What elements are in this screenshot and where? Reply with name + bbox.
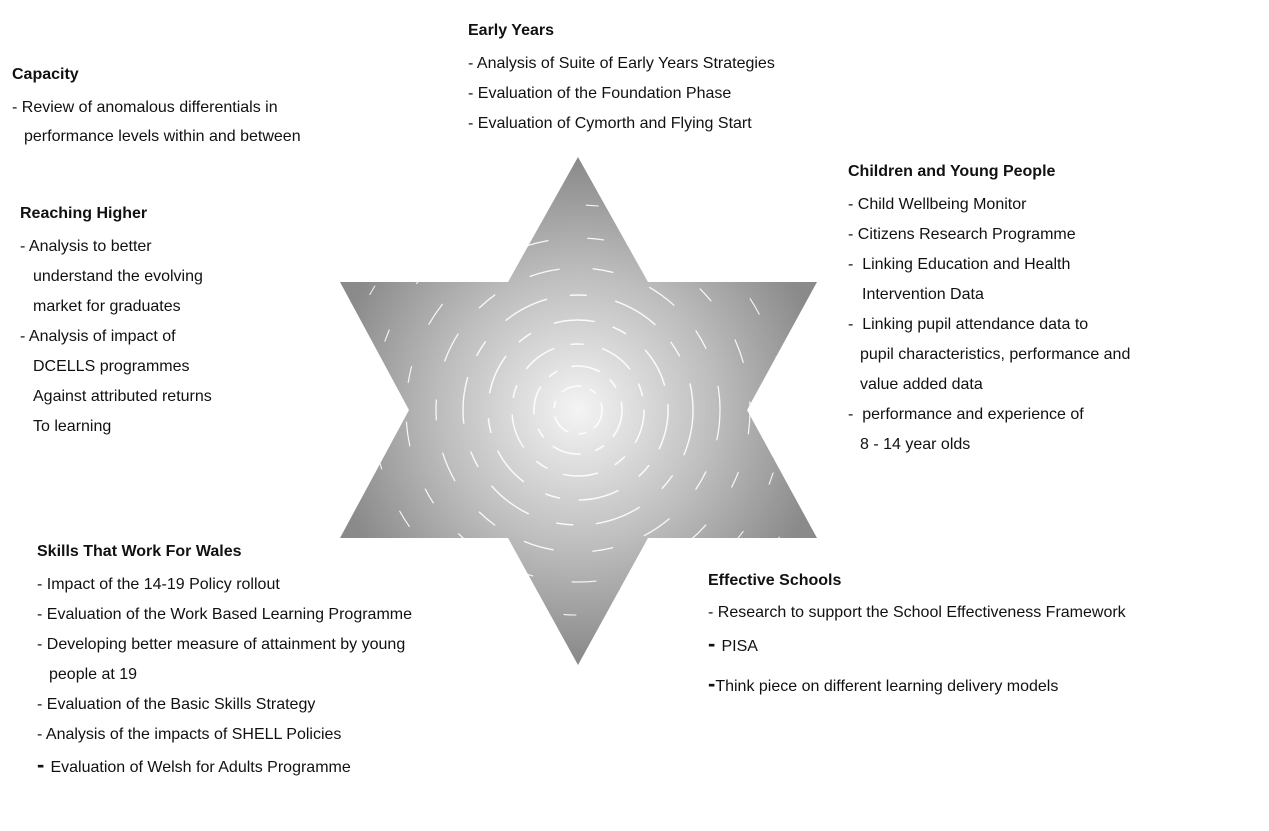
children-young-people-item: pupil characteristics, performance and	[860, 346, 1131, 363]
section-capacity: Capacity - Review of anomalous different…	[12, 66, 301, 151]
effective-schools-item: - Research to support the School Effecti…	[708, 604, 1126, 621]
reaching-higher-item: market for graduates	[33, 298, 181, 315]
dash-bullet: -	[37, 752, 51, 777]
capacity-item: - Review of anomalous differentials in	[12, 99, 278, 116]
early-years-item: - Evaluation of the Foundation Phase	[468, 85, 732, 102]
capacity-item: performance levels within and between	[24, 128, 301, 145]
effective-schools-title: Effective Schools	[708, 572, 842, 589]
effective-schools-item-text: PISA	[721, 638, 758, 655]
star-shape	[340, 157, 817, 665]
early-years-item: - Evaluation of Cymorth and Flying Start	[468, 115, 752, 132]
early-years-title: Early Years	[468, 22, 555, 39]
skills-wales-item-welsh-adults: - Evaluation of Welsh for Adults Program…	[37, 750, 412, 786]
dash-bullet: -	[708, 631, 722, 656]
skills-wales-item: people at 19	[49, 666, 138, 683]
effective-schools-item-think-piece: -Think piece on different learning deliv…	[708, 667, 1126, 707]
dash-bullet: -	[708, 671, 716, 696]
children-young-people-title: Children and Young People	[848, 163, 1056, 180]
children-young-people-item: - Linking pupil attendance data to	[848, 316, 1089, 333]
children-young-people-item: - performance and experience of	[848, 406, 1084, 423]
reaching-higher-item: - Analysis of impact of	[20, 328, 176, 345]
children-young-people-item: - Linking Education and Health	[848, 256, 1071, 273]
skills-wales-item: - Developing better measure of attainmen…	[37, 636, 406, 653]
children-young-people-item: value added data	[860, 376, 983, 393]
effective-schools-item-pisa: - PISA	[708, 627, 1126, 667]
skills-wales-item: - Evaluation of the Basic Skills Strateg…	[37, 696, 316, 713]
children-young-people-item: - Citizens Research Programme	[848, 226, 1076, 243]
section-early-years: Early Years - Analysis of Suite of Early…	[468, 22, 775, 139]
effective-schools-item-text: Think piece on different learning delive…	[715, 678, 1059, 695]
section-children-young-people: Children and Young People - Child Wellbe…	[848, 163, 1130, 460]
reaching-higher-item: - Analysis to better	[20, 238, 152, 255]
capacity-title: Capacity	[12, 66, 79, 83]
skills-wales-title: Skills That Work For Wales	[37, 543, 242, 560]
reaching-higher-item: DCELLS programmes	[33, 358, 190, 375]
skills-wales-item-text: Evaluation of Welsh for Adults Programme	[50, 759, 351, 776]
skills-wales-item: - Analysis of the impacts of SHELL Polic…	[37, 726, 342, 743]
reaching-higher-item: understand the evolving	[33, 268, 203, 285]
section-reaching-higher: Reaching Higher - Analysis to better und…	[20, 205, 212, 442]
section-effective-schools: Effective Schools - Research to support …	[708, 572, 1126, 707]
skills-wales-item: - Impact of the 14-19 Policy rollout	[37, 576, 280, 593]
children-young-people-item: 8 - 14 year olds	[860, 436, 971, 453]
section-skills-wales: Skills That Work For Wales - Impact of t…	[37, 543, 412, 786]
early-years-item: - Analysis of Suite of Early Years Strat…	[468, 55, 775, 72]
children-young-people-item: Intervention Data	[862, 286, 984, 303]
reaching-higher-title: Reaching Higher	[20, 205, 148, 222]
reaching-higher-item: To learning	[33, 418, 112, 435]
skills-wales-item: - Evaluation of the Work Based Learning …	[37, 606, 413, 623]
reaching-higher-item: Against attributed returns	[33, 388, 212, 405]
children-young-people-item: - Child Wellbeing Monitor	[848, 196, 1027, 213]
